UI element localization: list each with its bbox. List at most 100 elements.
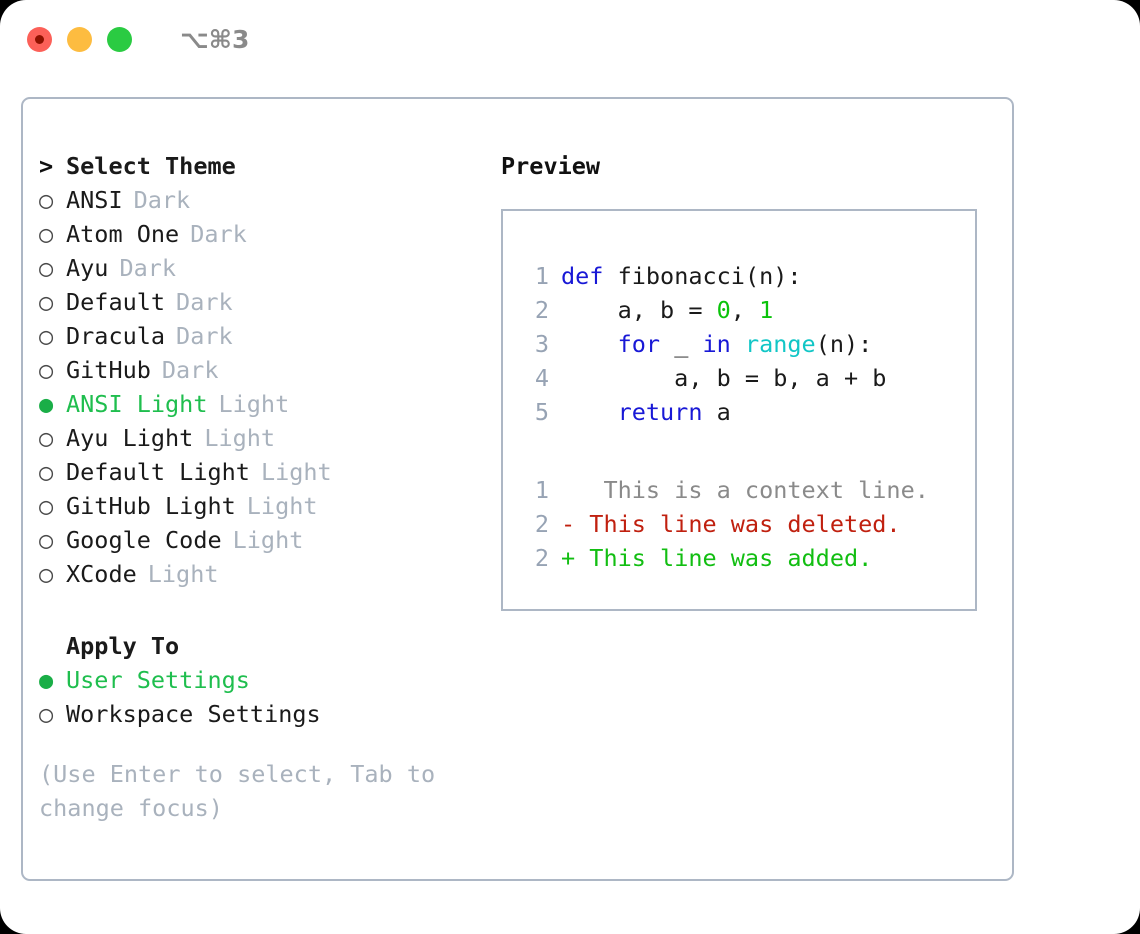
radio-unselected-icon: ○ [39, 356, 54, 384]
code-token-plain: a, b = [561, 296, 717, 324]
code-token-plain: , [730, 296, 760, 324]
code-token-num: 0 [716, 296, 731, 324]
theme-option-name: ANSI [66, 186, 123, 214]
recording-indicator-icon [35, 34, 44, 44]
theme-option[interactable]: ○ Atom One Dark [39, 217, 479, 251]
theme-option-name: Ayu Light [66, 424, 194, 452]
code-token-plain: a, b = b, a + b [561, 364, 887, 392]
theme-option-name: GitHub Light [66, 492, 236, 520]
theme-option-name: Default Light [66, 458, 250, 486]
apply-to-label: Apply To [66, 632, 180, 660]
theme-option-kind: Light [246, 492, 318, 520]
code-token-kw: for [617, 330, 661, 358]
preview-title: Preview [501, 152, 601, 180]
apply-to-option-label: Workspace Settings [66, 700, 321, 728]
theme-option-kind: Dark [176, 288, 233, 316]
diff-marker: - [561, 510, 576, 538]
theme-option-name: Atom One [66, 220, 180, 248]
theme-option-name: ANSI Light [66, 390, 208, 418]
minimize-button[interactable] [67, 26, 92, 52]
theme-option-kind: Light [218, 390, 290, 418]
diff-sample: 1 This is a context line. 2- This line wa… [519, 473, 975, 575]
code-line: 2 a, b = 0, 1 [519, 293, 975, 327]
code-token-plain: _ [660, 330, 703, 358]
apply-to-heading-indent [39, 629, 66, 663]
code-line-number: 5 [534, 398, 549, 426]
theme-option-kind: Dark [176, 322, 233, 350]
code-line-number: 4 [534, 364, 549, 392]
page-title: Select Theme [66, 152, 236, 180]
radio-unselected-icon: ○ [39, 186, 54, 214]
code-token-plain [731, 330, 745, 358]
diff-line-text: This line was added. [575, 544, 873, 572]
radio-unselected-icon: ○ [39, 560, 54, 588]
theme-option-kind: Dark [161, 356, 219, 384]
diff-line-number: 2 [534, 544, 549, 572]
theme-option-kind: Dark [119, 254, 177, 282]
theme-option-kind: Dark [190, 220, 247, 248]
code-token-call: range [744, 330, 816, 358]
theme-option-kind: Light [204, 424, 276, 452]
code-token-num: 1 [759, 296, 774, 324]
title-bar: ⌥⌘3 [0, 0, 1140, 78]
theme-option[interactable]: ○ GitHub Dark [39, 353, 479, 387]
prompt-caret-icon: > [39, 152, 54, 180]
code-line-number: 2 [534, 296, 549, 324]
zoom-button[interactable] [107, 26, 132, 52]
diff-line-text: This is a context line. [575, 476, 929, 504]
diff-line-text: This line was deleted. [575, 510, 901, 538]
code-line: 4 a, b = b, a + b [519, 361, 975, 395]
radio-selected-icon: ● [39, 666, 54, 694]
theme-option-name: GitHub [66, 356, 151, 384]
code-token-plain: (n): [815, 330, 873, 358]
code-token-plain [561, 398, 618, 426]
theme-option-name: Default [66, 288, 166, 316]
apply-to-option[interactable]: ●User Settings [39, 663, 479, 697]
radio-unselected-icon: ○ [39, 322, 54, 350]
code-line: 3 for _ in range(n): [519, 327, 975, 361]
theme-picker-heading: > Select Theme [39, 149, 479, 183]
apply-to-options: ●User Settings ○ Workspace Settings [39, 663, 479, 731]
diff-line-number: 1 [534, 476, 549, 504]
code-line: 5 return a [519, 395, 975, 429]
close-button[interactable] [27, 26, 52, 52]
diff-marker: + [561, 544, 576, 572]
diff-line-number: 2 [534, 510, 549, 538]
theme-option-kind: Light [232, 526, 304, 554]
diff-line: 2- This line was deleted. [519, 507, 975, 541]
code-line-number: 3 [534, 330, 549, 358]
apply-to-option[interactable]: ○ Workspace Settings [39, 697, 479, 731]
keyboard-shortcut-label: ⌥⌘3 [180, 24, 250, 54]
code-line-text: a, b = 0, 1 [561, 293, 774, 327]
theme-option-name: Ayu [66, 254, 109, 282]
keyboard-hint: (Use Enter to select, Tab to change focu… [39, 760, 436, 822]
theme-option-kind: Light [260, 458, 332, 486]
code-token-plain [561, 330, 618, 358]
apply-to-heading: Apply To [39, 629, 479, 663]
diff-marker [561, 473, 575, 507]
radio-unselected-icon: ○ [39, 700, 54, 728]
theme-option-name: XCode [66, 560, 137, 588]
radio-unselected-icon: ○ [39, 220, 54, 248]
diff-line: 2 + This line was added. [519, 541, 975, 575]
code-token-plain [603, 262, 617, 290]
code-line-text: return a [561, 395, 731, 429]
code-line-text: a, b = b, a + b [561, 361, 886, 395]
